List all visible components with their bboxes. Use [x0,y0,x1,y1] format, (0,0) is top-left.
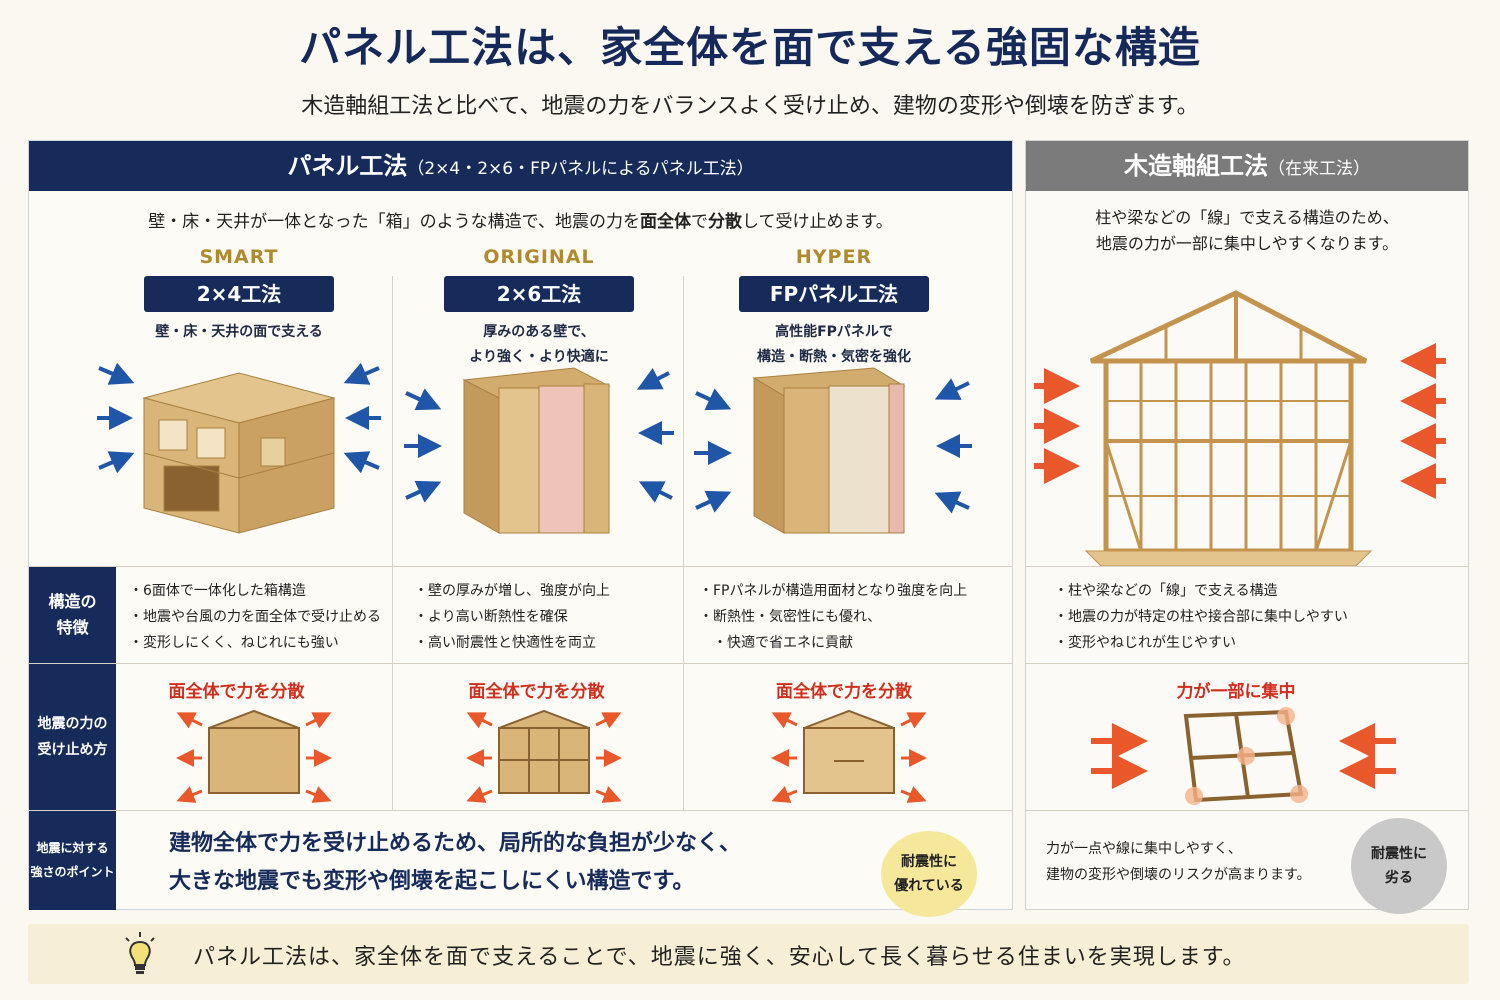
intro-emph-2: 分散 [708,212,742,232]
type-label: HYPER [795,246,873,268]
panel-method-title: パネル工法 [287,152,408,180]
row-label-point: 地震に対する強さのポイント [29,810,116,910]
method-description: 厚みのある壁で、より強く・より快適に [469,324,609,365]
force-distribution-diagram [466,709,622,803]
response-heading: 力が一部に集中 [1176,682,1296,702]
timber-frame-house-illustration [1034,290,1446,567]
page-title: パネル工法は、家全体を面で支える強固な構造 [299,23,1201,72]
intro-text-a: 壁・床・天井が一体となった「箱」のような構造で、地震の力を [148,212,640,232]
wall-panel-illustration [404,367,674,534]
conventional-method-header: 木造軸組工法（在来工法） [1026,141,1468,191]
box-house-illustration [97,362,381,534]
row-divider [1026,663,1468,664]
force-distribution-diagram [176,709,332,803]
feature-item: 高い耐震性と快適性を両立 [414,630,610,656]
panel-method-subtitle: （2×4・2×6・FPパネルによるパネル工法） [407,159,754,179]
intro-text-c: で [691,212,708,232]
panel-method-header: パネル工法（2×4・2×6・FPパネルによるパネル工法） [29,141,1012,191]
feature-item: 柱や梁などの「線」で支える構造 [1054,578,1348,604]
conventional-intro: 柱や梁などの「線」で支える構造のため、地震の力が一部に集中しやすくなります。 [1095,208,1399,253]
conventional-method-title: 木造軸組工法 [1124,152,1268,180]
fp-panel-illustration [694,367,972,534]
features-list-conventional: 柱や梁などの「線」で支える構造 地震の力が特定の柱や接合部に集中しやすい 変形や… [1054,578,1348,656]
rating-badge-good: 耐震性に優れている [881,831,977,917]
method-badge: 2×4工法 [144,276,334,312]
intro-text-d: して受け止めます。 [742,212,893,232]
features-list-fp: FPパネルが構造用面材となり強度を向上 断熱性・気密性にも優れ、 快適で省エネに… [699,578,967,656]
row-label-features: 構造の特徴 [29,566,116,663]
page-subtitle: 木造軸組工法と比べて、地震の力をバランスよく受け止め、建物の変形や倒壊を防ぎます… [301,94,1199,119]
row-label-response: 地震の力の受け止め方 [29,663,116,810]
features-list-2x6: 壁の厚みが増し、強度が向上 より高い断熱性を確保 高い耐震性と快適性を両立 [414,578,610,656]
row-divider [29,663,1012,664]
lightbulb-icon [125,932,155,974]
feature-item: 変形やねじれが生じやすい [1054,630,1348,656]
row-divider [1026,810,1468,811]
summary-text: パネル工法は、家全体を面で支えることで、地震に強く、安心して長く暮らせる住まいを… [193,945,1246,970]
column-divider [683,276,684,566]
conventional-method-section: 木造軸組工法（在来工法） 柱や梁などの「線」で支える構造のため、地震の力が一部に… [1025,140,1469,914]
strength-point-text: 建物全体で力を受け止めるため、局所的な負担が少なく、 大きな地震でも変形や倒壊を… [169,831,742,894]
response-heading: 面全体で力を分散 [776,682,912,702]
force-distribution-diagram [771,709,927,803]
column-divider [392,566,393,810]
column-2x4: SMART 2×4工法 壁・床・天井の面で支える [89,246,389,566]
panel-method-intro: 壁・床・天井が一体となった「箱」のような構造で、地震の力を面全体で分散して受け止… [29,207,1012,232]
rating-badge-poor: 耐震性に劣る [1351,818,1447,914]
feature-item: 変形しにくく、ねじれにも強い [129,630,381,656]
row-divider [29,810,1012,811]
column-divider [392,276,393,566]
features-list-2x4: 6面体で一体化した箱構造 地震や台風の力を面全体で受け止める 変形しにくく、ねじ… [129,578,381,656]
column-fp-panel: HYPER FPパネル工法 高性能FPパネルで構造・断熱・気密を強化 [684,246,984,566]
feature-item: 壁の厚みが増し、強度が向上 [414,578,610,604]
feature-item: 地震や台風の力を面全体で受け止める [129,604,381,630]
risk-point-text: 力が一点や線に集中しやすく、建物の変形や倒壊のリスクが高まります。 [1046,841,1311,883]
summary-bar: パネル工法は、家全体を面で支えることで、地震に強く、安心して長く暮らせる住まいを… [28,924,1469,984]
response-heading: 面全体で力を分散 [468,682,605,702]
method-description: 高性能FPパネルで構造・断熱・気密を強化 [757,324,911,365]
row-divider [1026,566,1468,567]
column-2x6: ORIGINAL 2×6工法 厚みのある壁で、より強く・より快適に [394,246,684,566]
feature-item: 6面体で一体化した箱構造 [129,578,381,604]
feature-item: 断熱性・気密性にも優れ、 [699,604,967,630]
method-badge: FPパネル工法 [739,276,929,312]
method-description: 壁・床・天井の面で支える [155,324,323,340]
feature-item: 快適で省エネに貢献 [699,630,967,656]
force-concentration-diagram [1091,707,1396,805]
row-divider [29,566,1012,567]
feature-item: より高い断熱性を確保 [414,604,610,630]
conventional-method-subtitle: （在来工法） [1268,159,1370,179]
feature-item: 地震の力が特定の柱や接合部に集中しやすい [1054,604,1348,630]
panel-method-section: パネル工法（2×4・2×6・FPパネルによるパネル工法） 壁・床・天井が一体とな… [28,140,1013,917]
response-heading: 面全体で力を分散 [168,682,305,702]
feature-item: FPパネルが構造用面材となり強度を向上 [699,578,967,604]
type-label: SMART [199,246,279,268]
type-label: ORIGINAL [483,246,595,268]
intro-emph-1: 面全体 [640,212,691,232]
method-badge: 2×6工法 [444,276,634,312]
column-divider [683,566,684,810]
